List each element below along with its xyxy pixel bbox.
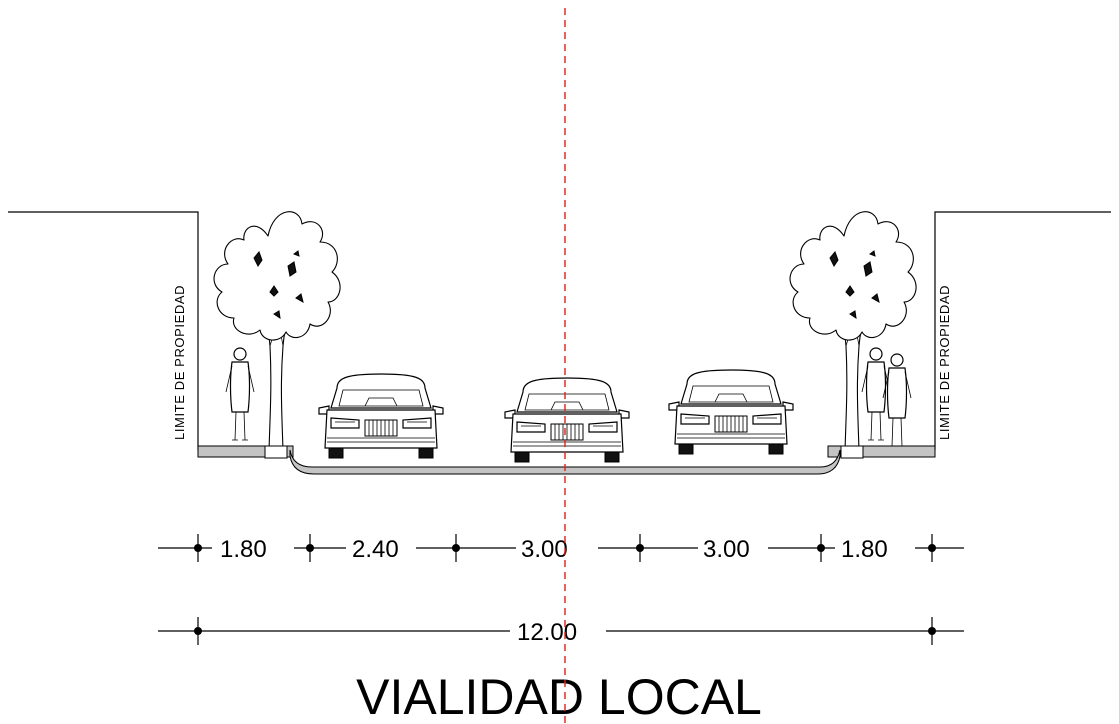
right-sidewalk bbox=[827, 445, 936, 458]
left-sidewalk bbox=[197, 445, 294, 458]
diagram-title: VIALIDAD LOCAL bbox=[356, 669, 762, 724]
total-dimension-line: 12.00 bbox=[158, 617, 964, 646]
total-label: 12.00 bbox=[517, 619, 577, 646]
segment-label: 3.00 bbox=[703, 536, 750, 563]
tick-marks bbox=[194, 534, 936, 562]
right-property-limit-label: LIMITE DE PROPIEDAD bbox=[937, 285, 952, 440]
pedestrian-icon bbox=[882, 353, 912, 447]
segment-dimension-line: 1.80 2.40 3.00 3.00 1.80 bbox=[158, 534, 964, 563]
tree-icon bbox=[789, 211, 917, 459]
tree-icon bbox=[213, 211, 341, 459]
segment-label: 3.00 bbox=[521, 536, 568, 563]
left-ground-line bbox=[8, 211, 199, 450]
car-front-icon bbox=[668, 369, 794, 455]
roadway bbox=[289, 449, 841, 475]
car-front-icon bbox=[504, 377, 630, 463]
left-property-limit-label: LIMITE DE PROPIEDAD bbox=[172, 285, 187, 440]
pedestrian-icon bbox=[225, 347, 255, 441]
car-front-icon bbox=[318, 373, 444, 459]
right-ground-line bbox=[934, 211, 1111, 450]
segment-label: 1.80 bbox=[220, 536, 267, 563]
segment-label: 2.40 bbox=[352, 536, 399, 563]
segment-label: 1.80 bbox=[841, 536, 888, 563]
